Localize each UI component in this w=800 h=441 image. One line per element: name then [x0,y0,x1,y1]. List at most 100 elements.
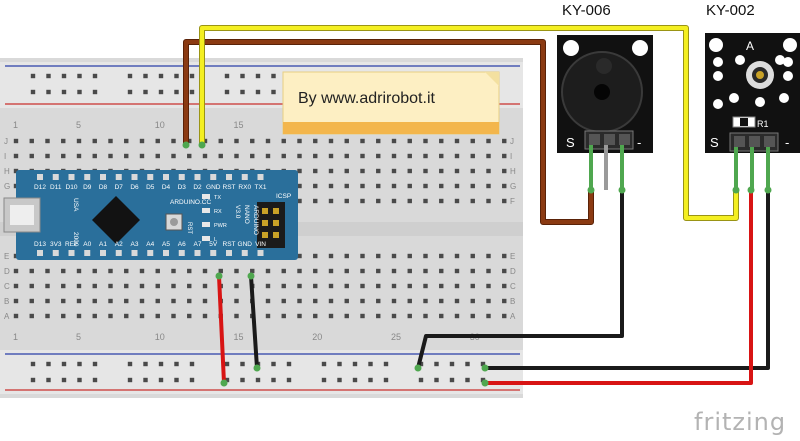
rail-hole [189,73,195,79]
breadboard-hole [376,253,381,259]
sensor-pad [755,97,765,107]
led-label: L [214,237,217,243]
arduino-pin [178,174,185,180]
breadboard-hole [13,168,19,174]
breadboard-hole [470,153,475,159]
breadboard-hole [124,298,129,304]
rail-hole [77,361,82,367]
breadboard-hole [45,298,50,304]
rail-hole [368,377,373,383]
arduino-top-pin-label: TX1 [255,184,267,191]
silk-nano: V3.0 [234,205,241,219]
icsp-pin [273,220,279,226]
column-number: 15 [234,332,244,342]
bottom-power-rail [0,350,523,394]
rail-hole [383,361,389,367]
wire-end [220,379,228,387]
breadboard-hole [423,183,428,189]
breadboard-hole [391,183,397,189]
arduino-bottom-pin-label: A4 [146,241,154,248]
breadboard-hole [139,283,145,289]
arduino-pin [210,174,217,180]
sensor-pin-minus-label: - [785,135,789,150]
arduino-top-pin-label: GND [206,184,221,191]
row-letter: A [4,312,10,321]
breadboard-hole [502,198,507,204]
rail-hole [158,361,164,367]
rail-hole [46,73,51,79]
rail-hole [352,377,358,383]
breadboard-hole [376,183,381,189]
breadboard-hole [297,268,302,274]
breadboard-hole [344,253,349,259]
wires [183,25,770,385]
sensor-pad [713,57,723,67]
sensor-pad [783,71,793,81]
breadboard-hole [29,283,34,289]
rail-hole [434,361,439,367]
rail-hole [174,89,179,95]
breadboard-hole [218,153,223,159]
breadboard-hole [486,138,491,144]
arduino-top-pin-label: RX0 [238,184,251,191]
rail-hole [61,377,67,383]
breadboard-hole [423,268,428,274]
arduino-top-pin-label: D12 [34,184,46,191]
breadboard-hole [360,168,365,174]
breadboard-hole [391,198,397,204]
ky-002-title: KY-002 [706,2,755,19]
rail-hole [189,89,195,95]
rail-hole [92,377,98,383]
breadboard-hole [45,283,50,289]
rail-hole [286,361,292,367]
arduino-top-pin-label: D9 [83,184,92,191]
breadboard-hole [61,298,66,304]
breadboard-hole [439,253,444,259]
breadboard-hole [454,298,460,304]
rail-hole [418,377,424,383]
icsp-pin [262,232,268,238]
breadboard-hole [297,153,302,159]
breadboard-hole [502,298,507,304]
note-fold [485,72,499,86]
breadboard-hole [108,153,113,159]
arduino-pin [84,174,91,180]
breadboard-hole [391,313,397,319]
wire-end [481,364,489,372]
breadboard-hole [218,138,223,144]
arduino-pin [100,250,106,256]
rail-hole [383,377,389,383]
breadboard-hole [407,168,412,174]
row-letter: C [510,282,516,291]
breadboard-hole [360,153,365,159]
buzzer-pin-1 [589,134,600,145]
wire-end [247,272,255,280]
rail-hole [352,361,358,367]
arduino-bottom-pin-label: 3V3 [50,241,62,248]
arduino-bottom-pin-label: D13 [34,241,46,248]
arduino-pin [37,174,43,180]
led-tx [202,194,210,199]
sensor-mount-hole-left [709,38,723,52]
breadboard-hole [344,283,349,289]
rail-hole [30,89,36,95]
wire-black-sensor-gnd [483,188,770,370]
breadboard-hole [360,268,365,274]
row-letter: B [4,297,9,306]
rail-hole [143,73,148,79]
sensor-pin-3 [764,136,775,147]
breadboard-hole [265,298,271,304]
breadboard-hole [328,183,334,189]
breadboard-hole [502,313,507,319]
breadboard-hole [124,283,129,289]
wire-end [182,141,190,149]
breadboard-hole [502,183,507,189]
icsp-pin [273,232,279,238]
breadboard-hole [454,138,460,144]
breadboard-hole [376,138,381,144]
breadboard-hole [155,313,160,319]
breadboard-hole [360,313,365,319]
sensor-leg-s [734,147,738,190]
breadboard-hole [92,283,97,289]
sensor-pads [713,55,793,109]
